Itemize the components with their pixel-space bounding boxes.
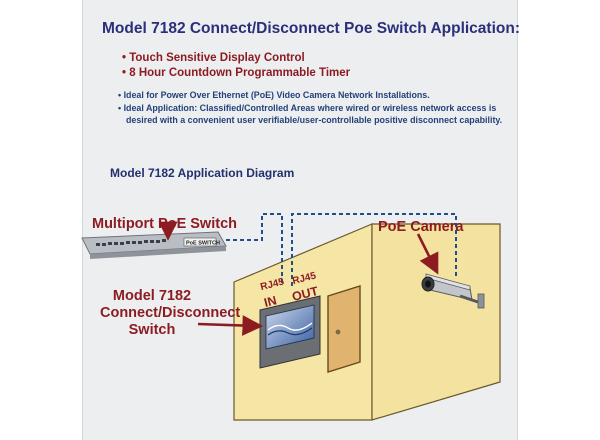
note-text: Ideal for Power Over Ethernet (PoE) Vide…: [123, 90, 430, 100]
device-label-line: Connect/Disconnect: [100, 305, 241, 321]
bullet-icon: •: [118, 103, 122, 113]
arrow-to-device: [197, 315, 264, 336]
feature-text: 8 Hour Countdown Programmable Timer: [129, 67, 351, 79]
feature-item: • 8 Hour Countdown Programmable Timer: [122, 67, 350, 79]
feature-item: • Touch Sensitive Display Control: [122, 52, 305, 64]
right-wall: [371, 223, 501, 421]
cable-out-to-camera: [291, 213, 457, 286]
bullet-icon: •: [122, 67, 127, 79]
diagram-title: Model 7182 Application Diagram: [110, 166, 295, 180]
poe-camera-icon: [421, 273, 485, 309]
device-label-line: Model 7182: [112, 288, 192, 304]
note-item: • Ideal for Power Over Ethernet (PoE) Vi…: [118, 90, 430, 100]
cable-switch-to-in: [226, 213, 283, 286]
device-label-line: Switch: [128, 322, 176, 338]
page-title: Model 7182 Connect/Disconnect Poe Switch…: [102, 20, 520, 37]
door: [327, 285, 361, 373]
note-item: • Ideal Application: Classified/Controll…: [118, 103, 496, 113]
arrow-to-camera: [416, 233, 439, 275]
note-text: Ideal Application: Classified/Controlled…: [123, 103, 497, 113]
note-continuation: desired with a convenient user verifiabl…: [126, 115, 503, 125]
switch-badge: PoE SWITCH: [186, 241, 220, 247]
feature-text: Touch Sensitive Display Control: [129, 52, 305, 64]
device-7182-screen: [265, 304, 315, 350]
camera-label: PoE Camera: [378, 219, 464, 235]
device-label: Model 7182 Connect/Disconnect Switch: [100, 288, 241, 339]
switch-label: Multiport PoE Switch: [92, 216, 237, 232]
bullet-icon: •: [122, 52, 127, 64]
bullet-icon: •: [118, 90, 122, 100]
